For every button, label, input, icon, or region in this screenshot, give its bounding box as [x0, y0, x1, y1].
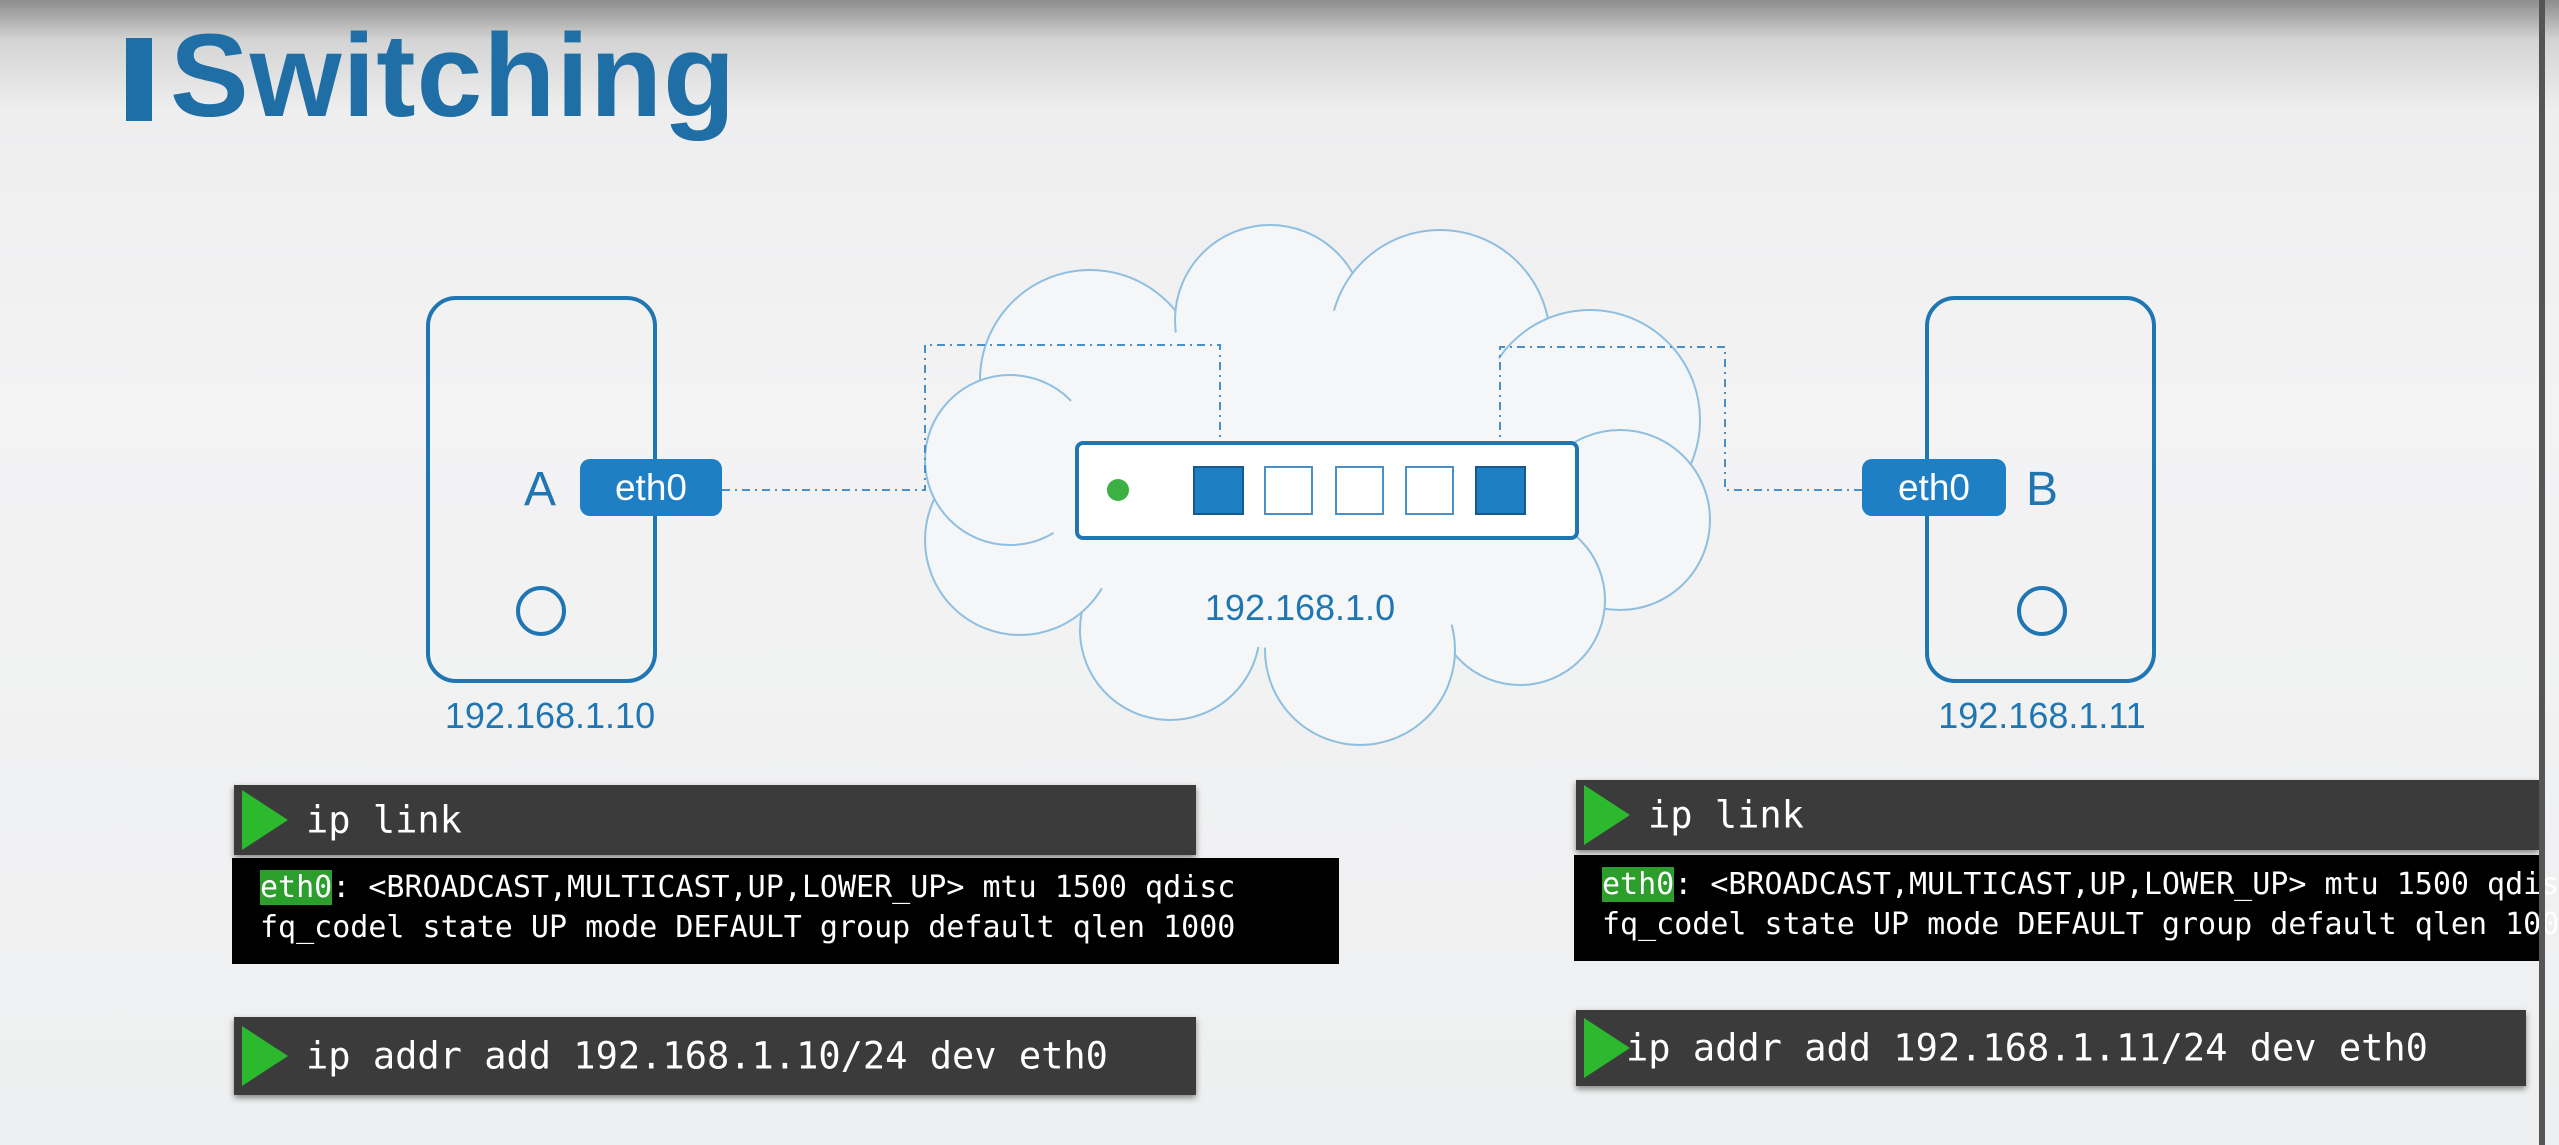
host-a-interface-badge — [580, 459, 722, 516]
host-b-status-circle — [2017, 586, 2067, 636]
prompt-triangle-icon — [1584, 785, 1630, 845]
host-b-interface-label: eth0 — [1898, 467, 1970, 508]
right-output-line-1-rest: : <BROADCAST,MULTICAST,UP,LOWER_UP> mtu … — [1674, 867, 2559, 902]
switch — [1075, 441, 1579, 540]
prompt-triangle-icon — [242, 790, 288, 850]
network-cloud — [924, 224, 1711, 746]
right-command-bar-ip-addr: ip addr add 192.168.1.11/24 dev eth0 — [1576, 1010, 2526, 1086]
host-a-status-circle — [516, 586, 566, 636]
host-a-ip: 192.168.1.10 — [445, 695, 655, 736]
switch-port-5 — [1475, 466, 1526, 515]
left-ip-link-output: eth0: <BROADCAST,MULTICAST,UP,LOWER_UP> … — [232, 858, 1339, 964]
right-ip-link-output: eth0: <BROADCAST,MULTICAST,UP,LOWER_UP> … — [1574, 855, 2559, 961]
right-command-ip-addr: ip addr add 192.168.1.11/24 dev eth0 — [1626, 1026, 2428, 1070]
right-command-ip-link: ip link — [1648, 793, 1804, 837]
title-accent-bar — [126, 38, 152, 121]
switch-port-1 — [1193, 466, 1244, 515]
host-b-interface-badge — [1862, 459, 2006, 516]
left-command-bar-ip-link: ip link — [234, 785, 1196, 855]
right-command-bar-ip-link: ip link — [1576, 780, 2539, 850]
host-b-ip: 192.168.1.11 — [1938, 695, 2146, 736]
host-a-interface-label: eth0 — [615, 467, 687, 508]
prompt-triangle-icon — [1584, 1018, 1630, 1078]
right-output-line-2: fq_codel state UP mode DEFAULT group def… — [1602, 907, 2559, 942]
left-command-bar-ip-addr: ip addr add 192.168.1.10/24 dev eth0 — [234, 1017, 1196, 1095]
page-title: Switching — [170, 10, 737, 142]
left-command-ip-link: ip link — [306, 798, 462, 842]
switch-port-3 — [1335, 466, 1384, 515]
left-command-ip-addr: ip addr add 192.168.1.10/24 dev eth0 — [306, 1034, 1108, 1078]
switch-port-4 — [1405, 466, 1454, 515]
right-output-interface: eth0 — [1602, 867, 1675, 902]
host-a-label: A — [524, 463, 556, 516]
switch-status-led — [1107, 479, 1129, 501]
left-output-line-2: fq_codel state UP mode DEFAULT group def… — [260, 910, 1236, 945]
left-output-line-1-rest: : <BROADCAST,MULTICAST,UP,LOWER_UP> mtu … — [332, 870, 1236, 905]
left-output-line-1: eth0: <BROADCAST,MULTICAST,UP,LOWER_UP> … — [260, 868, 1339, 908]
switch-port-2 — [1264, 466, 1313, 515]
host-b-label: B — [2026, 463, 2058, 516]
right-edge-shadow — [2539, 0, 2545, 1145]
right-output-line-1: eth0: <BROADCAST,MULTICAST,UP,LOWER_UP> … — [1602, 865, 2559, 905]
network-label: 192.168.1.0 — [1205, 587, 1395, 628]
link-lines — [722, 344, 1862, 491]
prompt-triangle-icon — [242, 1026, 288, 1086]
left-output-interface: eth0 — [260, 870, 333, 905]
